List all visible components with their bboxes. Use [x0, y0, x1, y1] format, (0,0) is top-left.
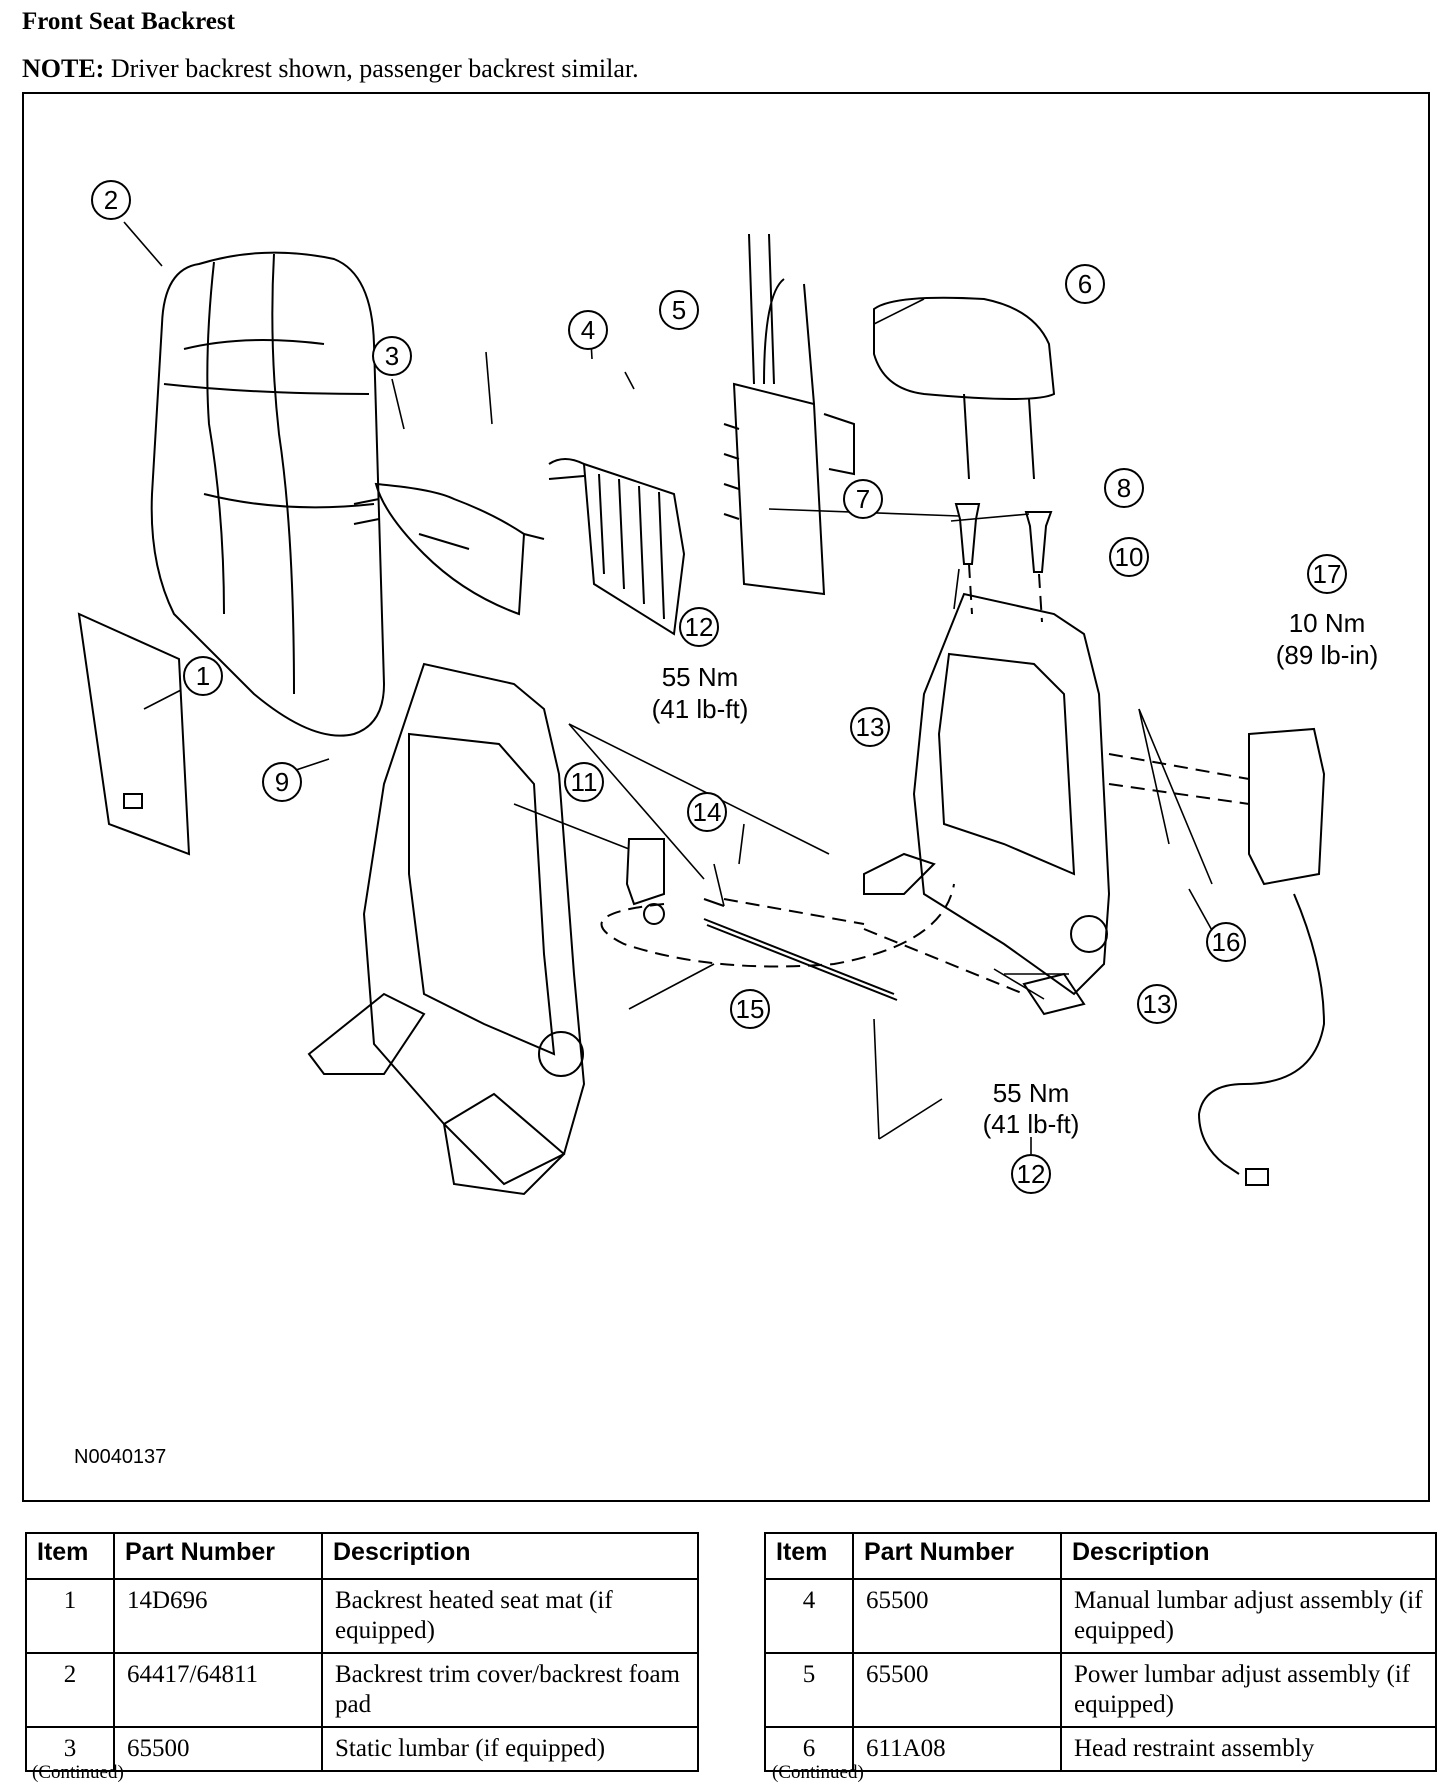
figure-id: N0040137 — [74, 1446, 167, 1468]
table-header-row: Item Part Number Description — [25, 1532, 699, 1580]
exploded-view-figure: 1 2 3 4 5 6 7 8 — [22, 92, 1430, 1502]
part-number-cell: 611A08 — [852, 1726, 1062, 1772]
part-number-cell: 14D696 — [113, 1578, 323, 1654]
power-lumbar-drawing — [723, 233, 855, 596]
part-number-cell: 65500 — [113, 1726, 323, 1772]
table-row: 1 14D696 Backrest heated seat mat (if eq… — [25, 1578, 699, 1654]
description-cell: Backrest trim cover/backrest foam pad — [321, 1652, 699, 1728]
part-number-cell: 64417/64811 — [113, 1652, 323, 1728]
table-row: 4 65500 Manual lumbar adjust assembly (i… — [764, 1578, 1437, 1654]
column-header: Item — [25, 1532, 115, 1580]
head-restraint-drawing — [873, 296, 1056, 480]
description-cell: Manual lumbar adjust assembly (if equipp… — [1060, 1578, 1437, 1654]
item-cell: 1 — [25, 1578, 115, 1654]
continued-note-right: (Continued) — [772, 1762, 864, 1783]
item-cell: 5 — [764, 1652, 854, 1728]
column-header: Item — [764, 1532, 854, 1580]
column-header: Part Number — [113, 1532, 323, 1580]
parts-table-left: Item Part Number Description 1 14D696 Ba… — [25, 1532, 699, 1772]
description-cell: Power lumbar adjust assembly (if equippe… — [1060, 1652, 1437, 1728]
alignment-lines — [600, 563, 1250, 995]
part-number-cell: 65500 — [852, 1652, 1062, 1728]
backrest-frame-left-drawing — [307, 662, 586, 1196]
item-cell: 3 — [25, 1726, 115, 1772]
table-header-row: Item Part Number Description — [764, 1532, 1437, 1580]
part-number-cell: 65500 — [852, 1578, 1062, 1654]
page-heading: Front Seat Backrest — [22, 8, 235, 35]
table-row: 5 65500 Power lumbar adjust assembly (if… — [764, 1652, 1437, 1728]
exploded-view-drawing — [77, 221, 1326, 1196]
static-lumbar-drawing — [353, 482, 545, 616]
continued-note-left: (Continued) — [32, 1762, 124, 1783]
recliner-motor-drawing — [625, 838, 898, 1001]
table-row: 3 65500 Static lumbar (if equipped) — [25, 1726, 699, 1772]
note: NOTE: Driver backrest shown, passenger b… — [22, 54, 639, 84]
item-cell: 4 — [764, 1578, 854, 1654]
description-cell: Static lumbar (if equipped) — [321, 1726, 699, 1772]
note-text: Driver backrest shown, passenger backres… — [110, 54, 639, 83]
backrest-trim-cover-drawing — [150, 251, 386, 737]
table-row: 2 64417/64811 Backrest trim cover/backre… — [25, 1652, 699, 1728]
column-header: Description — [1060, 1532, 1437, 1580]
item-cell: 2 — [25, 1652, 115, 1728]
description-cell: Backrest heated seat mat (if equipped) — [321, 1578, 699, 1654]
manual-lumbar-drawing — [548, 458, 686, 636]
heated-seat-mat-drawing — [77, 612, 191, 856]
head-restraint-guides-drawing — [954, 503, 1053, 573]
column-header: Description — [321, 1532, 699, 1580]
note-label: NOTE: — [22, 54, 105, 83]
description-cell: Head restraint assembly — [1060, 1726, 1437, 1772]
backrest-frame-right-drawing — [863, 592, 1111, 1016]
column-header: Part Number — [852, 1532, 1062, 1580]
parts-table-right: Item Part Number Description 4 65500 Man… — [764, 1532, 1437, 1772]
item-cell: 6 — [764, 1726, 854, 1772]
side-airbag-drawing — [1197, 727, 1326, 1186]
table-row: 6 611A08 Head restraint assembly — [764, 1726, 1437, 1772]
